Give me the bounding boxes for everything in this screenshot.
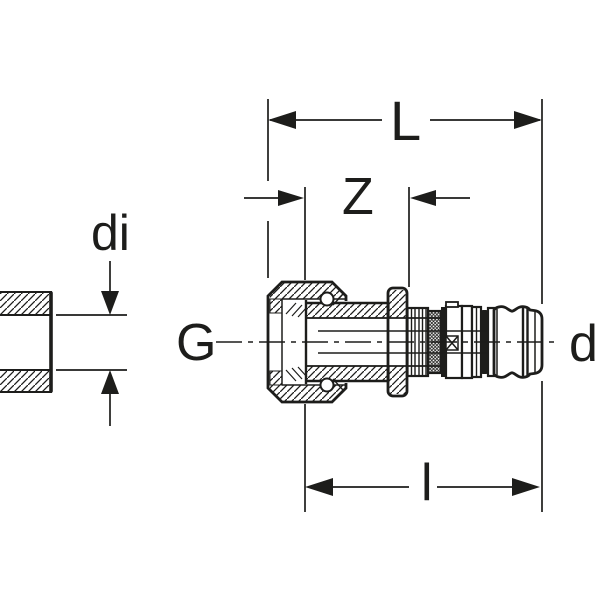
union-nut-internals <box>269 283 345 401</box>
thread-hatch-bottom <box>285 366 308 382</box>
label-d: d <box>569 315 598 373</box>
label-l: l <box>421 454 433 512</box>
arrow-left-icon <box>268 111 296 129</box>
arrow-right-icon <box>514 111 542 129</box>
dimension-l <box>305 478 540 496</box>
thread-hatch-top <box>285 302 308 318</box>
arrow-right-icon <box>512 478 540 496</box>
indicator-ring <box>444 301 464 380</box>
rib-section <box>406 306 430 378</box>
label-L: L <box>390 89 421 152</box>
dimension-Z <box>244 190 470 206</box>
arrow-right-icon <box>278 190 304 206</box>
top-lug <box>445 301 459 308</box>
arrow-left-icon <box>410 190 436 206</box>
label-G: G <box>176 314 216 372</box>
cross-mark-icon <box>445 335 459 351</box>
pipe-wall-bottom <box>0 369 52 393</box>
arrow-down-icon <box>101 291 119 315</box>
o-ring-bottom <box>319 377 335 393</box>
dimension-di <box>56 261 127 426</box>
arrow-up-icon <box>101 370 119 394</box>
dimension-L <box>268 111 542 129</box>
o-ring-top <box>319 291 335 307</box>
label-di: di <box>91 205 130 261</box>
pipe-wall-top <box>0 291 52 316</box>
pipe-cross-section <box>0 291 53 393</box>
label-Z: Z <box>342 168 374 226</box>
extension-lines <box>267 99 543 512</box>
body-section <box>305 301 487 383</box>
arrow-left-icon <box>305 478 333 496</box>
